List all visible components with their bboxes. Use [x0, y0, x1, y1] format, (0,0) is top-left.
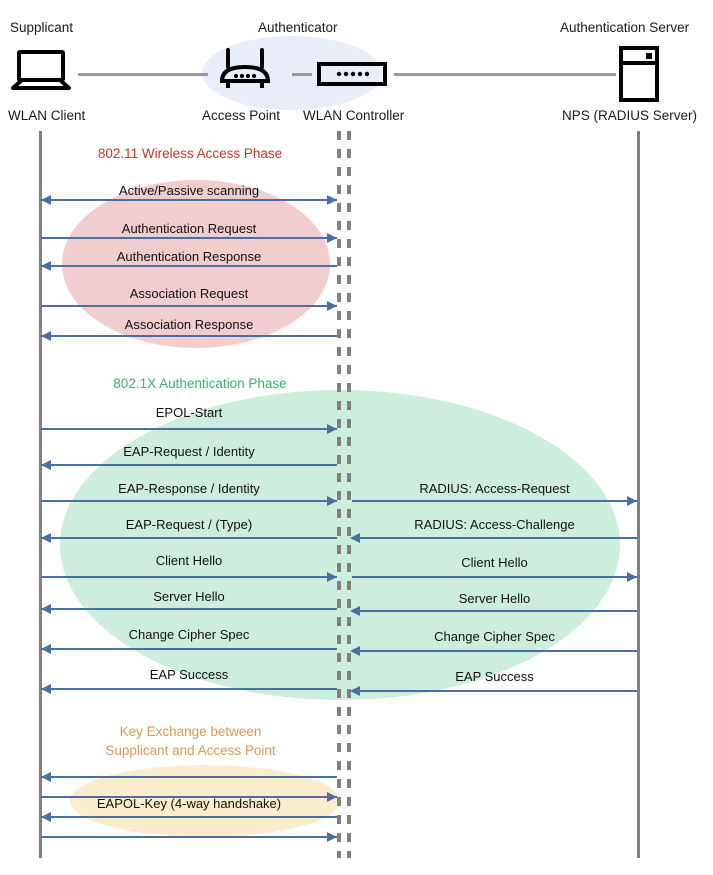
message-label-eap-request-type: EAP-Request / (Type): [125, 517, 253, 532]
role-title-supplicant: Supplicant: [10, 20, 74, 35]
link-controller-to-nps: [394, 73, 616, 76]
message-label-eap-request-identity: EAP-Request / Identity: [123, 444, 255, 459]
node-label-wlan-controller: WLAN Controller: [303, 108, 405, 123]
lifeline-authentication-server: [637, 131, 640, 858]
message-label-eap-success-left: EAP Success: [149, 667, 229, 682]
message-label-radius-access-challenge: RADIUS: Access-Challenge: [414, 517, 575, 532]
message-label-client-hello-left: Client Hello: [155, 553, 223, 568]
message-line-association-request: [41, 305, 337, 307]
phase-caption-key-exchange-line1: Key Exchange between: [119, 724, 262, 739]
phase-caption-dot1x-authentication: 802.1X Authentication Phase: [113, 376, 287, 391]
arrow-head-right-client-hello-left: [327, 572, 337, 582]
arrow-head-left-association-response: [41, 331, 51, 341]
message-line-eap-request-identity: [41, 464, 337, 466]
node-label-wlan-client: WLAN Client: [8, 108, 86, 123]
message-line-client-hello-left: [41, 576, 337, 578]
arrow-head-right-eapol-key-2: [327, 792, 337, 802]
message-label-change-cipher-spec-left: Change Cipher Spec: [128, 627, 250, 642]
message-line-association-response: [41, 335, 337, 337]
arrow-head-left-server-hello-left: [41, 604, 51, 614]
message-line-radius-access-request: [352, 500, 637, 502]
message-line-client-hello-right: [352, 576, 637, 578]
message-label-association-response: Association Response: [124, 317, 254, 332]
lifeline-wlan-controller: [347, 131, 351, 858]
lifeline-supplicant: [39, 131, 42, 858]
arrow-head-left-radius-access-challenge: [350, 533, 360, 543]
message-line-authentication-request: [41, 237, 337, 239]
message-line-server-hello-left: [41, 608, 337, 610]
message-line-eap-success-right: [352, 690, 637, 692]
message-line-active-passive-scanning: [41, 199, 337, 201]
arrow-head-left-eap-request-type: [41, 533, 51, 543]
arrow-head-left-authentication-response: [41, 261, 51, 271]
message-label-radius-access-request: RADIUS: Access-Request: [419, 481, 570, 496]
arrow-head-left-active-passive-scanning: [41, 195, 51, 205]
arrow-head-left-eap-request-identity: [41, 460, 51, 470]
role-title-authenticator: Authenticator: [258, 20, 338, 35]
message-line-eap-request-type: [41, 537, 337, 539]
message-line-change-cipher-spec-left: [41, 648, 337, 650]
link-ap-to-controller: [292, 73, 312, 76]
message-line-change-cipher-spec-right: [352, 650, 637, 652]
message-label-epol-start: EPOL-Start: [155, 405, 223, 420]
message-line-eapol-key-1: [41, 776, 337, 778]
phase-ellipse-wireless-access: [62, 180, 330, 348]
message-label-eapol-key-4way-handshake: EAPOL-Key (4-way handshake): [96, 796, 282, 811]
arrow-head-left-eapol-key-1: [41, 772, 51, 782]
arrow-head-right-authentication-request: [327, 233, 337, 243]
lifeline-access-point: [337, 131, 341, 858]
message-label-eap-success-right: EAP Success: [455, 669, 534, 684]
message-label-client-hello-right: Client Hello: [461, 555, 528, 570]
laptop-icon: [10, 50, 72, 97]
arrow-head-right-active-passive-scanning: [327, 195, 337, 205]
arrow-head-left-eap-success-right: [350, 686, 360, 696]
arrow-head-right-association-request: [327, 301, 337, 311]
arrow-head-left-server-hello-right: [350, 606, 360, 616]
node-label-nps-server: NPS (RADIUS Server): [562, 108, 698, 123]
message-label-server-hello-right: Server Hello: [458, 591, 531, 606]
phase-caption-wireless-access: 802.11 Wireless Access Phase: [97, 146, 283, 161]
message-line-eap-response-identity: [41, 500, 337, 502]
message-label-association-request: Association Request: [129, 286, 249, 301]
message-line-eapol-key-4: [41, 836, 337, 838]
message-line-eapol-key-2: [41, 796, 337, 798]
arrow-head-left-eap-success-left: [41, 684, 51, 694]
message-line-epol-start: [41, 428, 337, 430]
arrow-head-left-eapol-key-3: [41, 812, 51, 822]
message-line-eap-success-left: [41, 688, 337, 690]
message-line-eapol-key-3: [41, 816, 337, 818]
arrow-head-right-client-hello-right: [627, 572, 637, 582]
message-label-active-passive-scanning: Active/Passive scanning: [118, 183, 260, 198]
message-label-change-cipher-spec-right: Change Cipher Spec: [434, 629, 555, 644]
server-rack-icon: [618, 46, 660, 107]
message-line-radius-access-challenge: [352, 537, 637, 539]
arrow-head-left-change-cipher-spec-left: [41, 644, 51, 654]
message-line-server-hello-right: [352, 610, 637, 612]
message-line-authentication-response: [41, 265, 337, 267]
message-label-eap-response-identity: EAP-Response / Identity: [118, 481, 260, 496]
message-label-authentication-response: Authentication Response: [116, 249, 262, 264]
phase-caption-key-exchange: Key Exchange between Supplicant and Acce…: [88, 722, 293, 760]
network-switch-icon: [317, 62, 387, 91]
arrow-head-left-change-cipher-spec-right: [350, 646, 360, 656]
arrow-head-right-eap-response-identity: [327, 496, 337, 506]
message-label-server-hello-left: Server Hello: [153, 589, 225, 604]
node-label-access-point: Access Point: [202, 108, 281, 123]
message-label-authentication-request: Authentication Request: [121, 221, 257, 236]
arrow-head-right-epol-start: [327, 424, 337, 434]
role-title-authentication-server: Authentication Server: [560, 20, 690, 35]
arrow-head-right-eapol-key-4: [327, 832, 337, 842]
link-client-to-ap: [78, 73, 208, 76]
arrow-head-right-radius-access-request: [627, 496, 637, 506]
phase-caption-key-exchange-line2: Supplicant and Access Point: [105, 743, 276, 758]
wireless-router-icon: [216, 47, 274, 98]
